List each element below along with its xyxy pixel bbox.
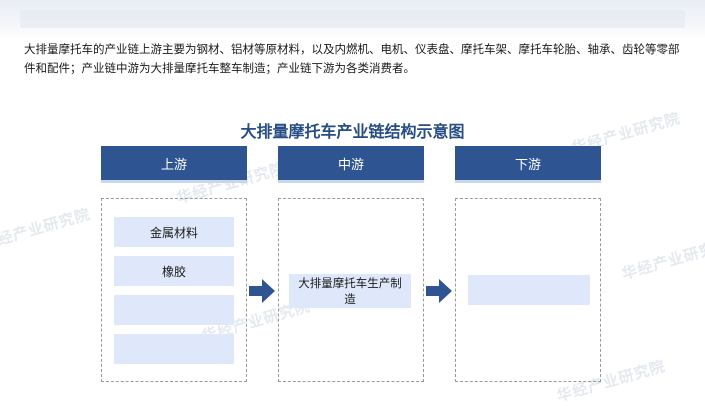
flow-arrow-icon (426, 279, 452, 303)
downstream-item-consumers (468, 275, 590, 305)
header-midstream: 中游 (278, 146, 424, 183)
top-banner (0, 0, 705, 40)
upstream-item-blank (114, 295, 234, 325)
upstream-item-rubber: 橡胶 (114, 256, 234, 286)
midstream-item-manufacturing: 大排量摩托车生产制造 (289, 274, 411, 308)
upstream-item-blank (114, 334, 234, 364)
panel-midstream: 大排量摩托车生产制造 (278, 198, 424, 382)
upstream-item-metal: 金属材料 (114, 217, 234, 247)
diagram-title: 大排量摩托车产业链结构示意图 (240, 122, 465, 141)
flow-arrow-icon (249, 279, 275, 303)
panel-downstream (455, 198, 601, 382)
watermark-text: 华经产业研究院 (0, 204, 93, 254)
header-downstream: 下游 (455, 146, 601, 183)
panel-upstream: 金属材料 橡胶 (101, 198, 247, 382)
header-upstream: 上游 (101, 146, 247, 183)
intro-paragraph: 大排量摩托车的产业链上游主要为钢材、铝材等原材料，以及内燃机、电机、仪表盘、摩托… (24, 42, 680, 75)
watermark-text: 华经产业研究院 (619, 234, 705, 284)
